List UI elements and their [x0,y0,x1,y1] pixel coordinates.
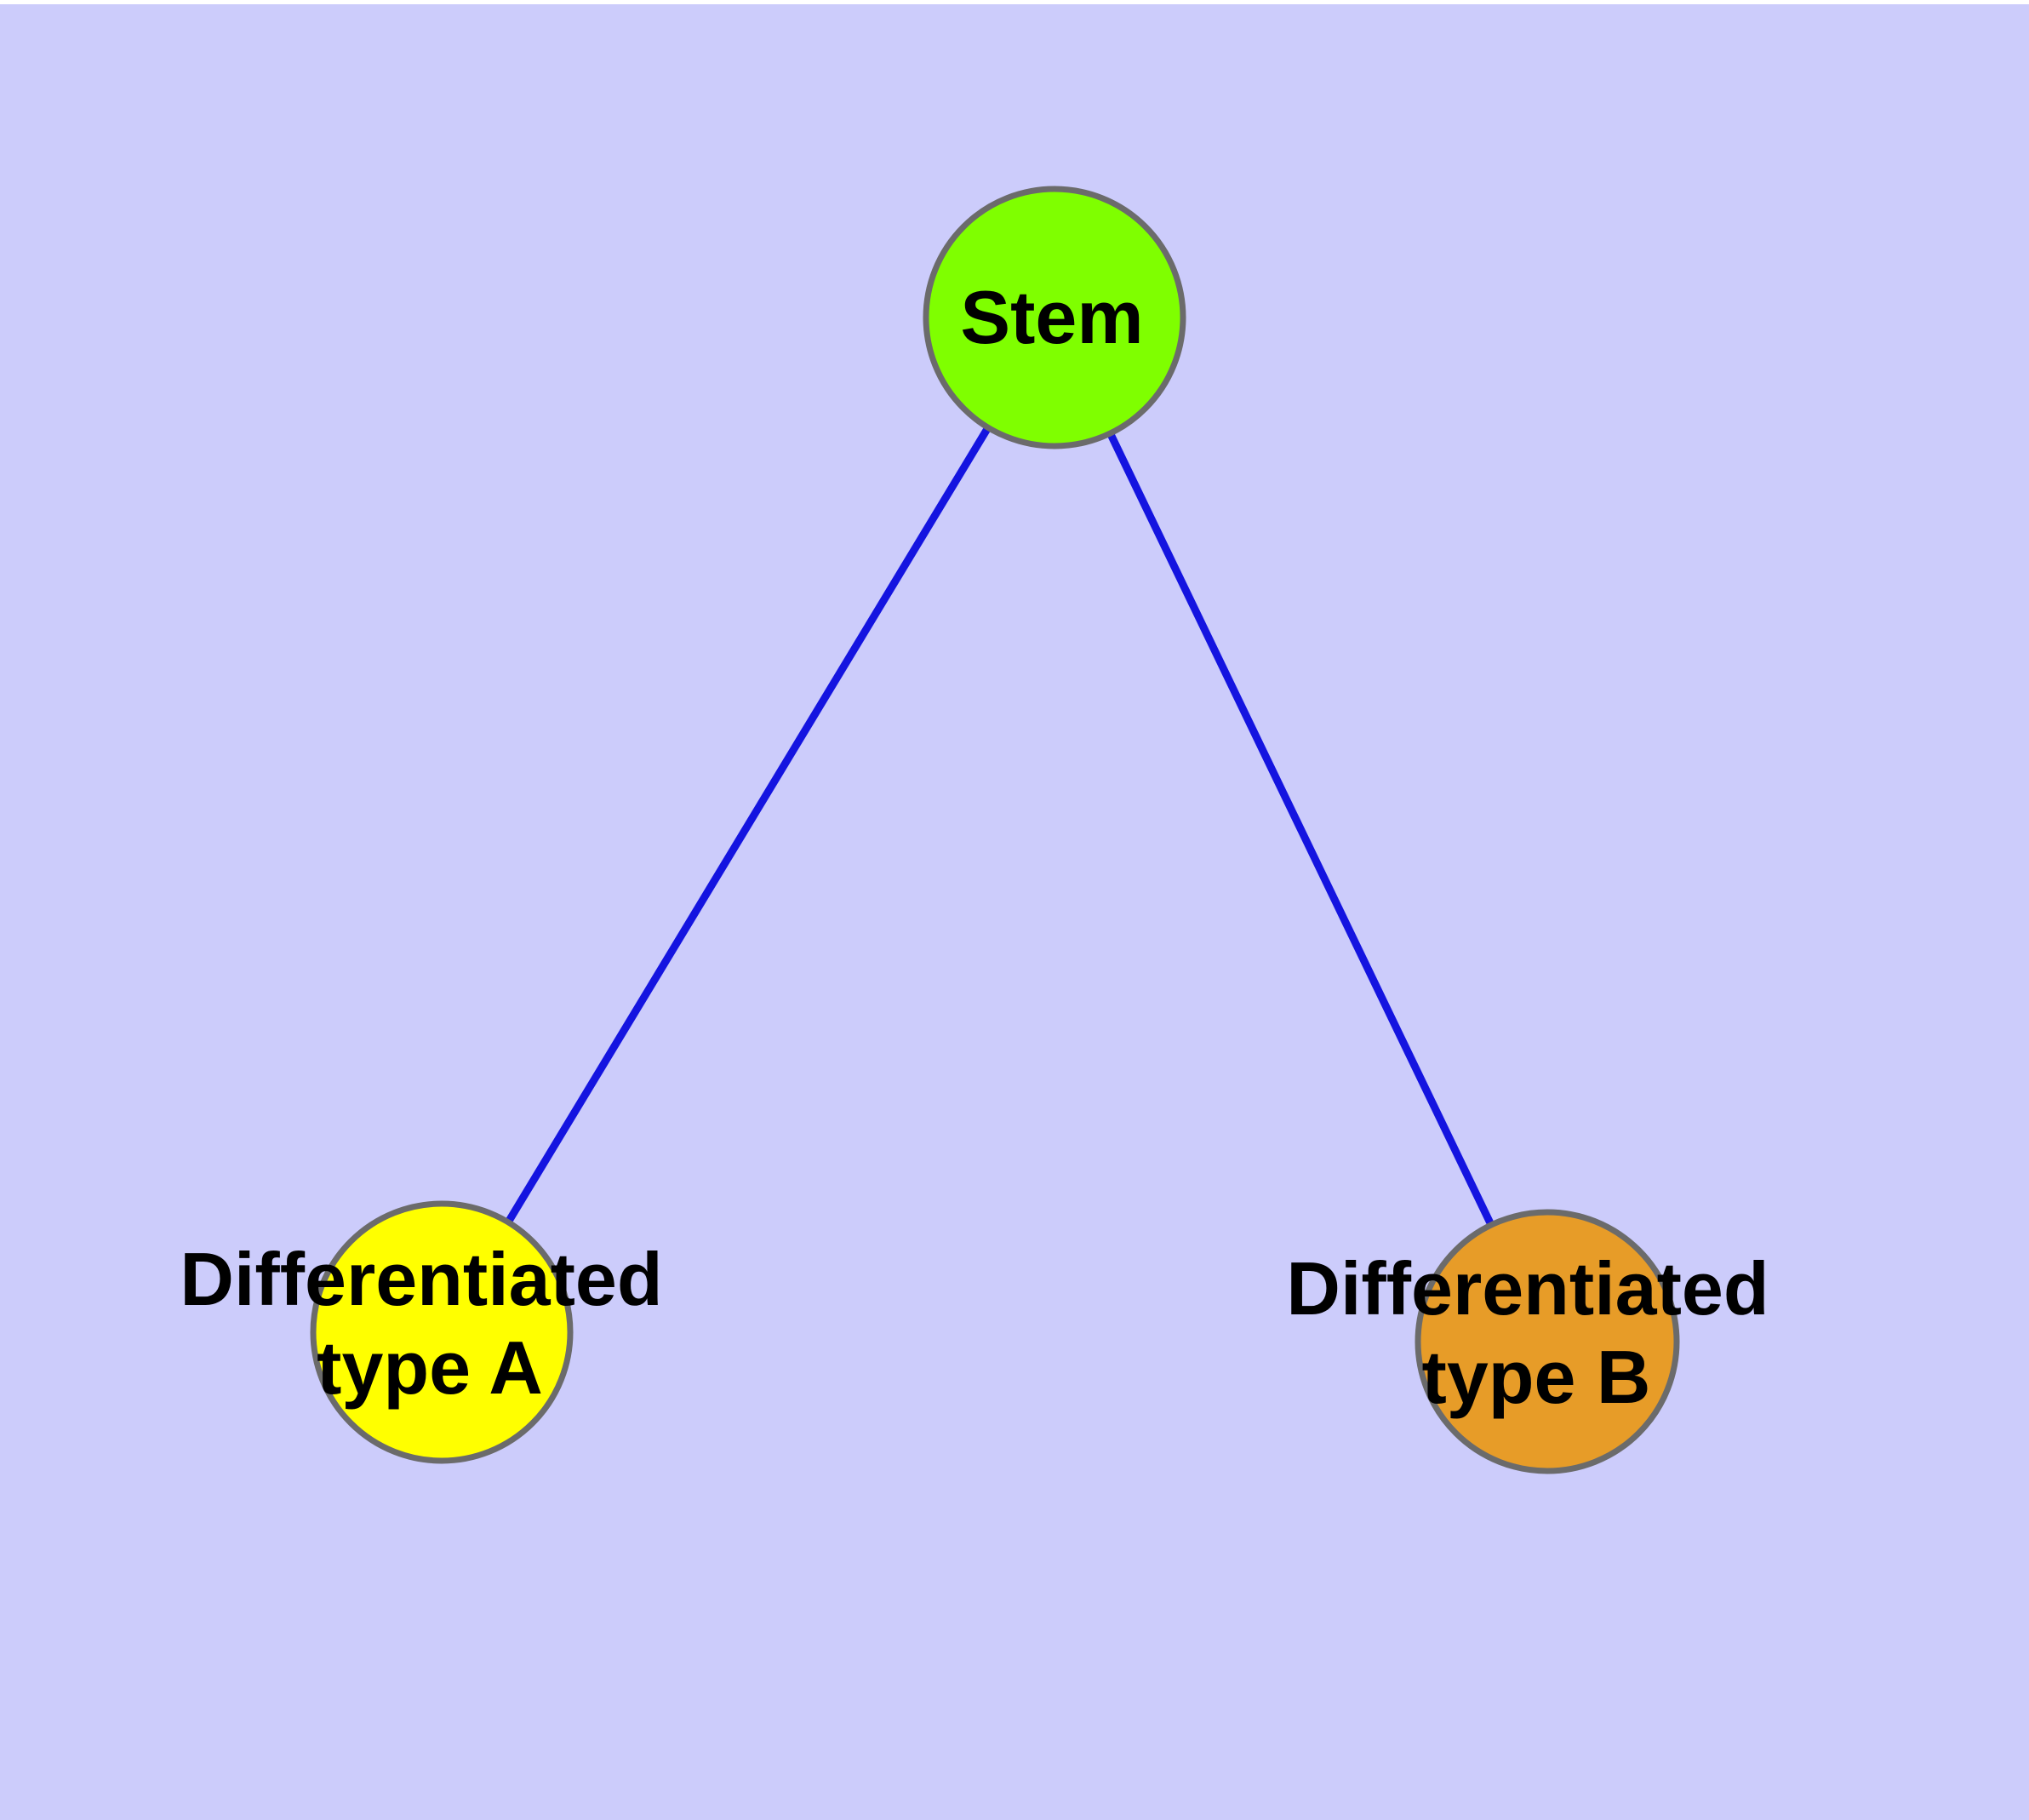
node-stem-circle[interactable] [923,186,1186,449]
edge-stem-to-differentiated-type-b [1050,316,1552,1343]
node-differentiated-type-a-circle[interactable] [310,1200,574,1464]
node-layer [310,186,1680,1474]
node-differentiated-type-b-circle[interactable] [1415,1209,1680,1474]
node-differentiated-type-a-label-line2: type A [317,1325,543,1410]
edge-stem-to-differentiated-type-a [438,315,1058,1335]
node-stem-label: Stem [960,275,1143,359]
edge-layer [438,315,1552,1343]
node-differentiated-type-a-label-line1: Differentiated [180,1237,662,1321]
label-layer: Stem Differentiated type A Differentiate… [180,275,1769,1419]
node-differentiated-type-b-label-line1: Differentiated [1286,1246,1769,1331]
node-differentiated-type-b-label-line2: type B [1422,1335,1651,1419]
